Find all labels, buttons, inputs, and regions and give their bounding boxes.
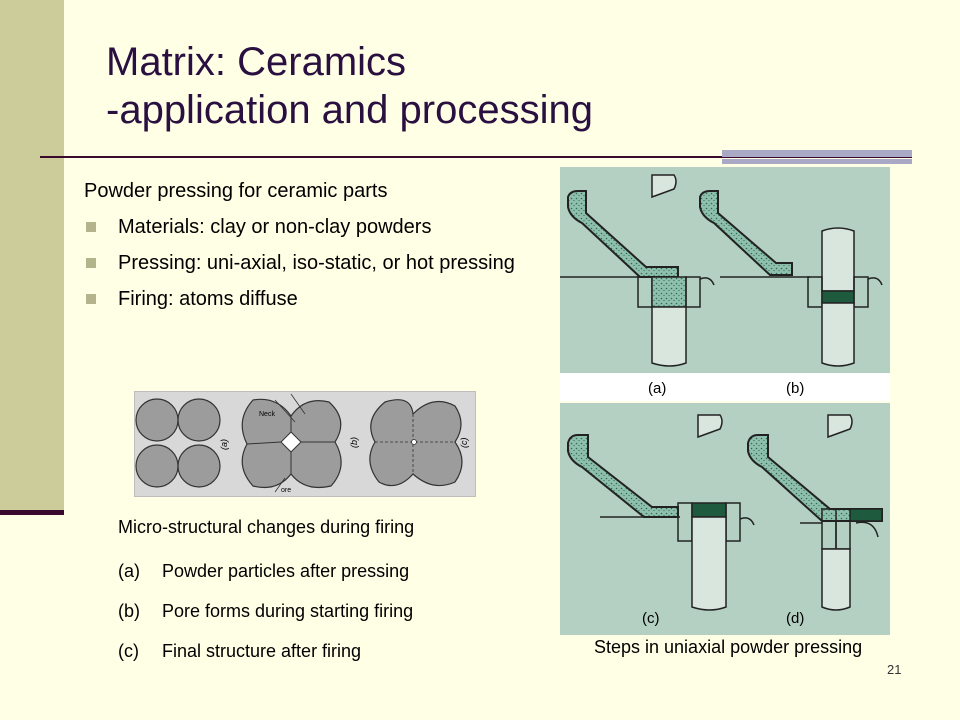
micro-legend-label: (a) [118,561,140,581]
panel-label-d: (d) [786,610,804,627]
step-b [699,190,883,367]
bullet-list: Materials: clay or non-clay powders Pres… [84,214,554,322]
step-d [747,414,883,611]
bullet-item: Materials: clay or non-clay powders [84,214,554,240]
micro-legend-item: (c) Final structure after firing [118,640,413,680]
micro-legend-label: (b) [118,601,140,621]
label-a: (a) [219,439,229,450]
micro-legend-label: (c) [118,641,139,661]
micro-legend-item: (a) Powder particles after pressing [118,560,413,600]
bullet-text: Materials: clay or non-clay powders [118,216,432,238]
slide-title: Matrix: Ceramics -application and proces… [106,38,593,134]
title-divider-accent-lower [722,159,912,164]
square-bullet-icon [86,294,96,304]
bullet-item: Pressing: uni-axial, iso-static, or hot … [84,250,554,276]
pore-c [411,439,417,445]
title-divider-accent [722,150,912,157]
step-c [567,414,755,611]
square-bullet-icon [86,222,96,232]
left-decor-band [0,0,64,512]
panel-label-c: (c) [642,610,660,627]
micro-legend-text: Powder particles after pressing [162,561,410,581]
title-divider [40,156,912,158]
particles-a [135,398,221,488]
pressing-steps-diagram: (a) (b) (c) (d) [560,167,890,635]
label-neck: Neck [259,411,275,418]
panel-label-b: (b) [786,380,804,397]
page-number: 21 [887,662,902,677]
microstructure-figure: (a) Neck ore (b) (c) [134,391,476,497]
micro-figure-caption: Micro-structural changes during firing [118,517,415,537]
pressing-steps-figure: (a) (b) (c) (d) [560,167,890,635]
micro-legend-list: (a) Powder particles after pressing (b) Po… [118,560,413,680]
micro-legend-text: Final structure after firing [162,641,362,661]
panel-label-a: (a) [648,380,666,397]
bullet-text: Firing: atoms diffuse [118,288,298,310]
micro-legend-text: Pore forms during starting firing [162,601,414,621]
microstructure-diagram: (a) Neck ore (b) (c) [135,393,469,494]
square-bullet-icon [86,258,96,268]
label-c: (c) [459,438,469,449]
micro-legend-item: (b) Pore forms during starting firing [118,600,413,640]
label-pore: ore [281,487,291,494]
slide-title-line1: Matrix: Ceramics [106,40,407,84]
slide-title-line2: -application and processing [106,88,593,132]
label-b: (b) [349,437,359,448]
bullet-text: Pressing: uni-axial, iso-static, or hot … [118,252,515,274]
step-a [560,174,715,367]
left-band-divider [0,510,64,515]
pressing-figure-caption: Steps in uniaxial powder pressing [594,637,863,657]
panel-top-label-strip [560,373,890,401]
intro-text: Powder pressing for ceramic parts [84,180,388,202]
bullet-item: Firing: atoms diffuse [84,286,554,312]
